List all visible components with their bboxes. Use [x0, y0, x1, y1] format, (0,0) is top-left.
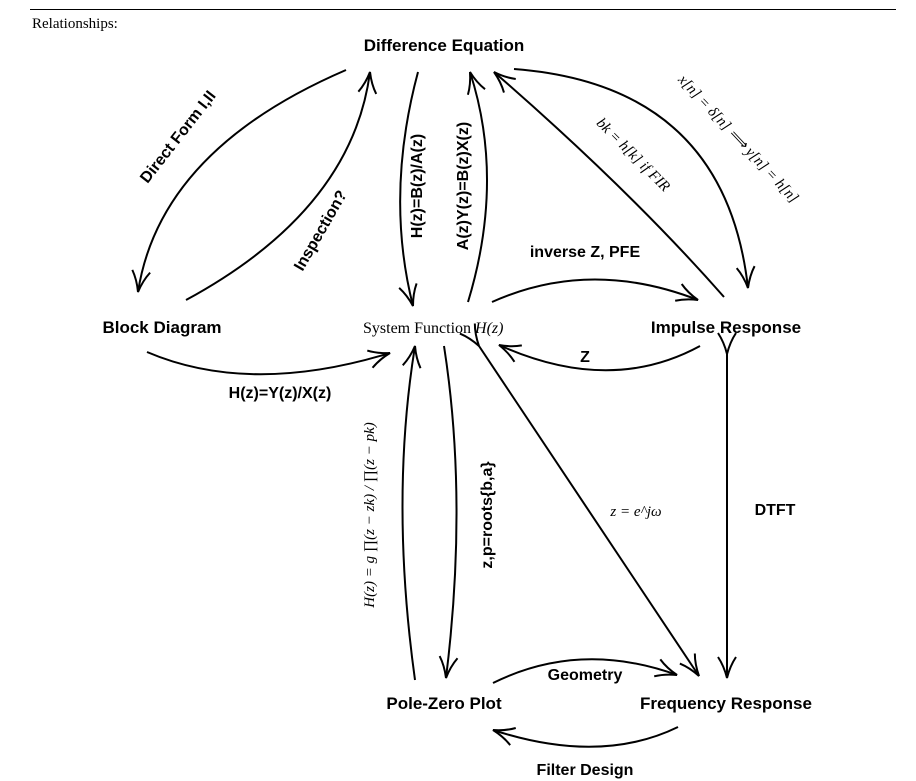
- arrow-sysfunc-to-polezero: [438, 345, 459, 679]
- system-function-prefix: System Function: [363, 320, 475, 337]
- node-frequency-response: Frequency Response: [640, 694, 812, 713]
- arrow-frequency-to-polezero: [492, 726, 679, 748]
- node-impulse-response: Impulse Response: [651, 318, 801, 337]
- label-z-transform: Z: [580, 349, 590, 366]
- arrow-sysfunc-to-impulse: [491, 278, 699, 303]
- label-direct-form: Direct Form I,II: [137, 88, 219, 187]
- arrow-polezero-to-frequency: [492, 658, 678, 684]
- top-rule: [30, 9, 896, 10]
- label-roots: z,p=roots{b,a}: [479, 461, 496, 568]
- arrow-blockdiagram-to-diffeq: [185, 71, 378, 301]
- node-system-function: System Function H(z): [363, 320, 503, 337]
- arrow-blockdiagram-to-sysfunc: [146, 349, 391, 376]
- node-difference-equation: Difference Equation: [364, 36, 525, 55]
- label-geometry: Geometry: [548, 667, 623, 684]
- label-h-y-over-x: H(z)=Y(z)/X(z): [229, 385, 332, 402]
- arrow-diffeq-to-blockdiagram: [131, 69, 347, 293]
- arrow-sysfunc-to-diffeq: [466, 71, 488, 303]
- label-ay-bx: A(z)Y(z)=B(z)X(z): [455, 122, 472, 250]
- arrow-sysfunc-frequency-both: [459, 323, 700, 677]
- label-inverse-z-pfe: inverse Z, PFE: [530, 244, 641, 261]
- label-z-ejw: z = e^jω: [609, 504, 661, 520]
- node-pole-zero-plot: Pole-Zero Plot: [386, 694, 502, 713]
- label-filter-design: Filter Design: [537, 762, 634, 779]
- label-h-b-over-a: H(z)=B(z)/A(z): [409, 134, 426, 238]
- arrow-impulse-to-diffeq: [493, 71, 725, 298]
- label-pole-zero-formula: H(z) = g ∏(z − zk) / ∏(z − pk): [362, 422, 378, 608]
- arrow-impulse-to-sysfunc: [498, 344, 701, 372]
- system-function-symbol: H(z): [474, 320, 503, 337]
- node-block-diagram: Block Diagram: [102, 318, 221, 337]
- label-dtft: DTFT: [755, 502, 796, 519]
- section-title: Relationships:: [32, 16, 118, 32]
- label-impulse-input: x[n] = δ[n] ⟹ y[n] = h[n]: [674, 71, 802, 206]
- arrow-diffeq-to-sysfunc: [398, 71, 419, 307]
- arrow-diffeq-to-impulse: [513, 68, 756, 289]
- arrow-polezero-to-sysfunc: [401, 345, 422, 681]
- label-bk-hk-fir: bk = h[k] if FIR: [593, 115, 673, 195]
- label-inspection: Inspection?: [291, 188, 351, 274]
